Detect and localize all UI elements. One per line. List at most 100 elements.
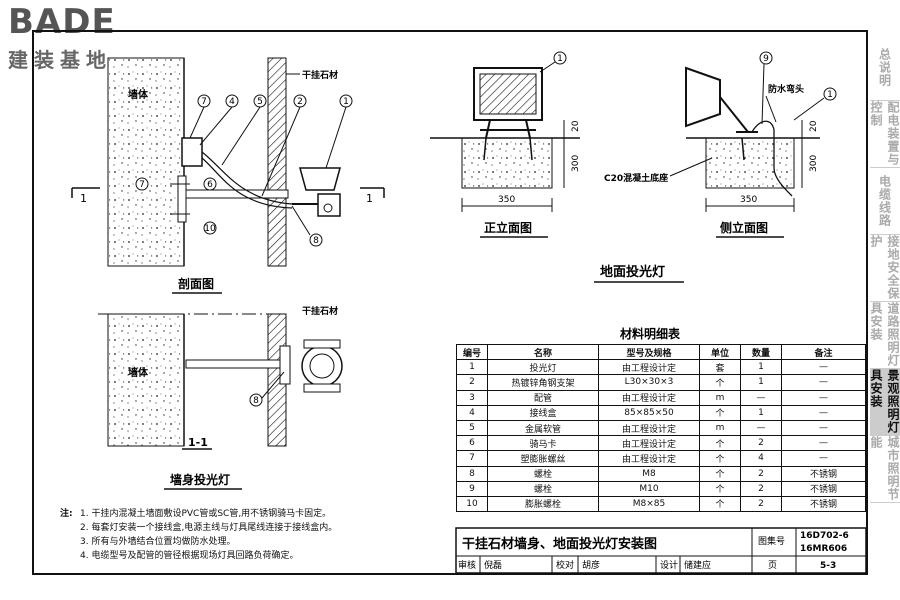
table-cell: 2: [456, 374, 488, 391]
floodlight-fixture: [299, 167, 341, 191]
table-cell: 3: [456, 389, 488, 406]
note-item: 4. 电缆型号及配管的管径根据现场灯具回路负荷确定。: [80, 551, 299, 561]
brand-subtitle: 建装基地: [8, 48, 112, 72]
section-view: 1 1 墙体 干挂石材 7 4 5 2 1 6 7 10 8: [71, 57, 385, 267]
note-item: 2. 每套灯安装一个接线盒,电源主线与灯具尾线连接于接线盒内。: [80, 523, 338, 533]
note-item: 1. 干挂内混凝土墙面敷设PVC管或SC管,用不锈钢骑马卡固定。: [80, 509, 332, 519]
table-cell: 个: [699, 404, 741, 421]
page-number: 5-3: [820, 561, 836, 571]
chapter-sidebar: 总说明 配电装置与控制 电缆线路 接地安全保护 道路照明灯具安装 景观照明灯具安…: [869, 34, 900, 503]
table-cell: 不锈钢: [781, 465, 866, 482]
note-item: 3. 所有与外墙结合位置均做防水处理。: [80, 537, 236, 547]
table-cell: 个: [699, 495, 741, 513]
wall-label-2: 墙体: [128, 366, 149, 379]
sidebar-item-distribution[interactable]: 配电装置与控制: [869, 101, 900, 168]
table-cell: 由工程设计定: [598, 450, 700, 467]
header-qty: 数量: [740, 343, 782, 361]
drawing-frame: [32, 30, 868, 575]
table-cell: L30×30×3: [598, 374, 700, 391]
junction-box: [181, 137, 203, 167]
table-cell: 塑膨胀螺丝: [487, 450, 599, 467]
front-concrete-base: [461, 137, 553, 189]
sidebar-item-grounding[interactable]: 接地安全保护: [869, 235, 900, 302]
table-cell: —: [781, 404, 866, 421]
notes-label: 注:: [60, 509, 73, 519]
header-remark: 备注: [781, 343, 866, 361]
designer-name: 储建应: [684, 559, 711, 571]
sidebar-item-cable[interactable]: 电缆线路: [870, 168, 900, 235]
base-label: C20混凝土底座: [604, 172, 668, 184]
table-cell: 4: [456, 404, 488, 421]
table-cell: 5: [456, 419, 488, 437]
page-label: 页: [768, 560, 777, 571]
table-cell: 螺栓: [487, 480, 599, 497]
table-cell: 2: [740, 480, 782, 497]
table-cell: —: [781, 450, 866, 467]
wall-floodlight-caption: 墙身投光灯: [170, 472, 230, 487]
front-dim-height: 300: [571, 155, 581, 172]
sidebar-item-landscape-lighting[interactable]: 景观照明灯具安装: [869, 369, 900, 436]
table-cell: 9: [456, 480, 488, 497]
ground-floodlight-caption: 地面投光灯: [600, 264, 665, 280]
table-cell: —: [781, 419, 866, 437]
sidebar-item-general[interactable]: 总说明: [870, 34, 900, 101]
callout-5: 5: [257, 97, 263, 107]
atlas-no-2: 16MR606: [800, 544, 847, 554]
header-name: 名称: [487, 343, 599, 361]
table-cell: 8: [456, 465, 488, 482]
callout-6: 6: [207, 180, 213, 190]
side-view-caption: 侧立面图: [720, 220, 768, 235]
reviewer-name: 倪磊: [484, 559, 502, 571]
sidebar-item-energy-saving[interactable]: 城市照明节能: [869, 436, 900, 503]
table-cell: 个: [699, 450, 741, 467]
side-dim-width: 350: [740, 195, 757, 205]
ground-front-view: 350 20 300 1: [430, 51, 581, 212]
sidebar-item-road-lighting[interactable]: 道路照明灯具安装: [869, 302, 900, 369]
front-view-caption: 正立面图: [484, 220, 532, 235]
table-cell: 1: [740, 374, 782, 391]
table-cell: 热镀锌角钢支架: [487, 374, 599, 391]
table-cell: —: [740, 419, 782, 437]
design-label: 设计: [660, 559, 678, 571]
elbow-label: 防水弯头: [768, 83, 804, 95]
table-cell: m: [699, 389, 741, 406]
table-cell: 1: [456, 359, 488, 376]
table-cell: M8: [598, 465, 700, 482]
callout-1: 1: [343, 97, 349, 107]
table-cell: 接线盒: [487, 404, 599, 421]
table-cell: 个: [699, 465, 741, 482]
table-cell: M10: [598, 480, 700, 497]
table-cell: 个: [699, 480, 741, 497]
table-cell: 1: [740, 404, 782, 421]
wall-floodlight-view: 墙体 干挂石材 8 1-1: [98, 305, 343, 450]
table-cell: 骑马卡: [487, 435, 599, 452]
table-cell: —: [740, 389, 782, 406]
table-cell: 4: [740, 450, 782, 467]
table-cell: 7: [456, 450, 488, 467]
checker-name: 胡彦: [582, 559, 600, 571]
table-cell: 1: [740, 359, 782, 376]
table-header-row: 编号 名称 型号及规格 单位 数量 备注: [456, 343, 866, 361]
side-callout-1: 1: [827, 90, 833, 100]
side-dim-top: 20: [809, 120, 819, 132]
wall-label: 墙体: [128, 88, 149, 101]
table-cell: 螺栓: [487, 465, 599, 482]
side-concrete-base: [705, 137, 795, 189]
callout-2: 2: [297, 97, 303, 107]
brand-logo: BADE: [8, 2, 116, 42]
section-caption: 剖面图: [178, 276, 214, 291]
header-spec: 型号及规格: [598, 343, 700, 361]
table-cell: 不锈钢: [781, 480, 866, 497]
table-cell: —: [781, 374, 866, 391]
table-cell: 金属软管: [487, 419, 599, 437]
materials-title: 材料明细表: [619, 326, 681, 341]
table-cell: 投光灯: [487, 359, 599, 376]
